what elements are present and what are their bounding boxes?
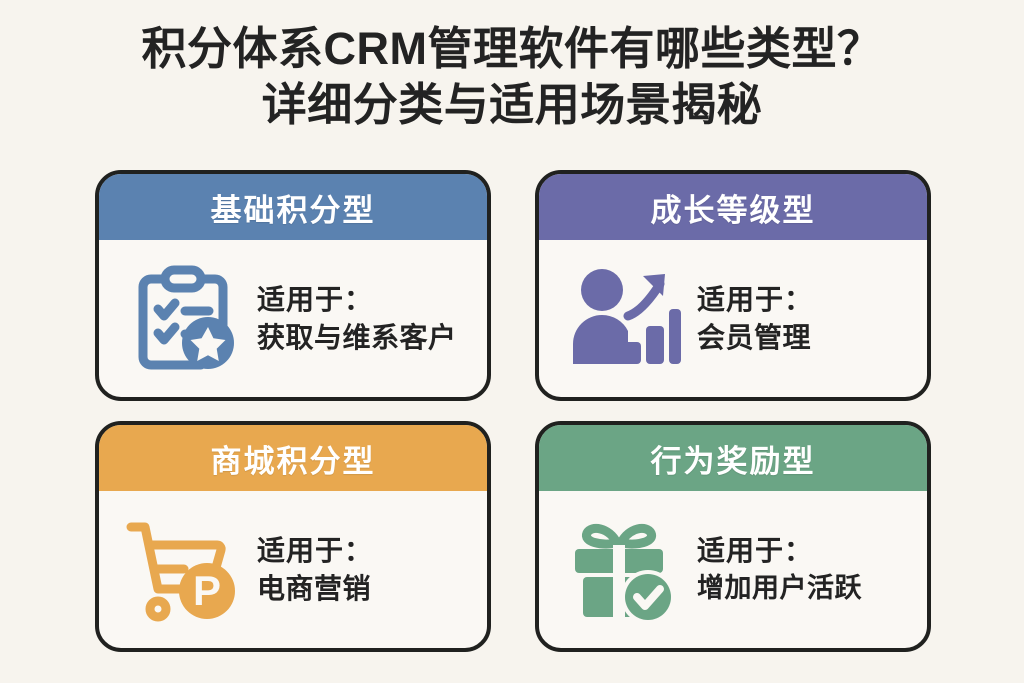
card-grid: 基础积分型 xyxy=(95,170,931,652)
card-body: 适用于： 增加用户活跃 xyxy=(539,491,927,648)
applies-to-value: 会员管理 xyxy=(697,322,812,353)
card-header: 基础积分型 xyxy=(99,174,487,240)
shopping-cart-points-icon: P xyxy=(123,510,243,630)
person-growth-chart-icon xyxy=(563,259,683,379)
card-header-title: 基础积分型 xyxy=(210,192,376,228)
card-growth-tier: 成长等级型 xyxy=(535,170,931,401)
card-text: 适用于： 获取与维系客户 xyxy=(257,281,475,356)
card-header-title: 成长等级型 xyxy=(650,192,816,228)
applies-to-label: 适用于： xyxy=(257,535,374,566)
card-mall-points: 商城积分型 P 适用于： xyxy=(95,421,491,652)
applies-to-label: 适用于： xyxy=(697,535,814,566)
applies-to-value: 增加用户活跃 xyxy=(697,573,862,603)
applies-to-label: 适用于： xyxy=(257,284,374,315)
applies-to-value: 获取与维系客户 xyxy=(257,322,457,353)
svg-text:P: P xyxy=(193,567,221,614)
clipboard-star-icon xyxy=(123,259,243,379)
card-body: P 适用于： 电商营销 xyxy=(99,491,487,648)
card-header: 商城积分型 xyxy=(99,425,487,491)
card-header: 成长等级型 xyxy=(539,174,927,240)
card-header-title: 商城积分型 xyxy=(210,443,376,479)
card-text: 适用于： 会员管理 xyxy=(697,281,915,356)
card-text: 适用于： 增加用户活跃 xyxy=(697,532,915,607)
applies-to-label: 适用于： xyxy=(697,284,814,315)
title-line-1: 积分体系CRM管理软件有哪些类型？ xyxy=(141,23,883,74)
gift-check-icon xyxy=(563,510,683,630)
applies-to-value: 电商营销 xyxy=(257,573,372,604)
title-line-2: 详细分类与适用场景揭秘 xyxy=(261,79,763,130)
card-behavior-reward: 行为奖励型 xyxy=(535,421,931,652)
page-title: 积分体系CRM管理软件有哪些类型？ 详细分类与适用场景揭秘 xyxy=(0,22,1024,132)
card-header: 行为奖励型 xyxy=(539,425,927,491)
card-basic-points: 基础积分型 xyxy=(95,170,491,401)
card-body: 适用于： 会员管理 xyxy=(539,240,927,397)
card-text: 适用于： 电商营销 xyxy=(257,532,475,607)
card-body: 适用于： 获取与维系客户 xyxy=(99,240,487,397)
card-header-title: 行为奖励型 xyxy=(650,443,816,479)
